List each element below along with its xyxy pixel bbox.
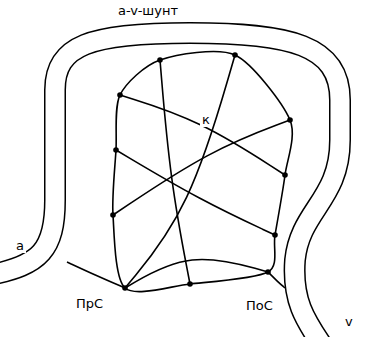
capillary [125,259,268,288]
capillary [125,55,235,288]
junction-dot [265,269,271,275]
vessel-label: v [343,314,355,329]
capillary [120,95,285,175]
junction-dot [157,57,163,63]
junction-dot [122,285,128,291]
sphincter-label: ПоС [244,298,275,313]
capillary [268,272,285,288]
junction-dot [117,92,123,98]
junction-dot [110,212,116,218]
junction-dot [232,52,238,58]
capillary [113,120,290,215]
capillary-loop [113,52,293,292]
sphincter-label: ПрС [74,296,105,311]
junction-dot [282,172,288,178]
shunt-wall [0,33,340,337]
shunt-lumen [0,33,340,337]
capillary [67,262,125,288]
junction-dot [287,117,293,123]
junction-dot [113,147,119,153]
vessel-wall [0,33,340,337]
capillary-network [67,52,293,292]
vessel-label: a [14,238,26,253]
junction-dot [272,232,278,238]
shunt-label: a-v-шунт [116,3,180,18]
junction-dot [187,281,193,287]
capillary-label: к [200,112,212,127]
capillary [160,60,190,284]
